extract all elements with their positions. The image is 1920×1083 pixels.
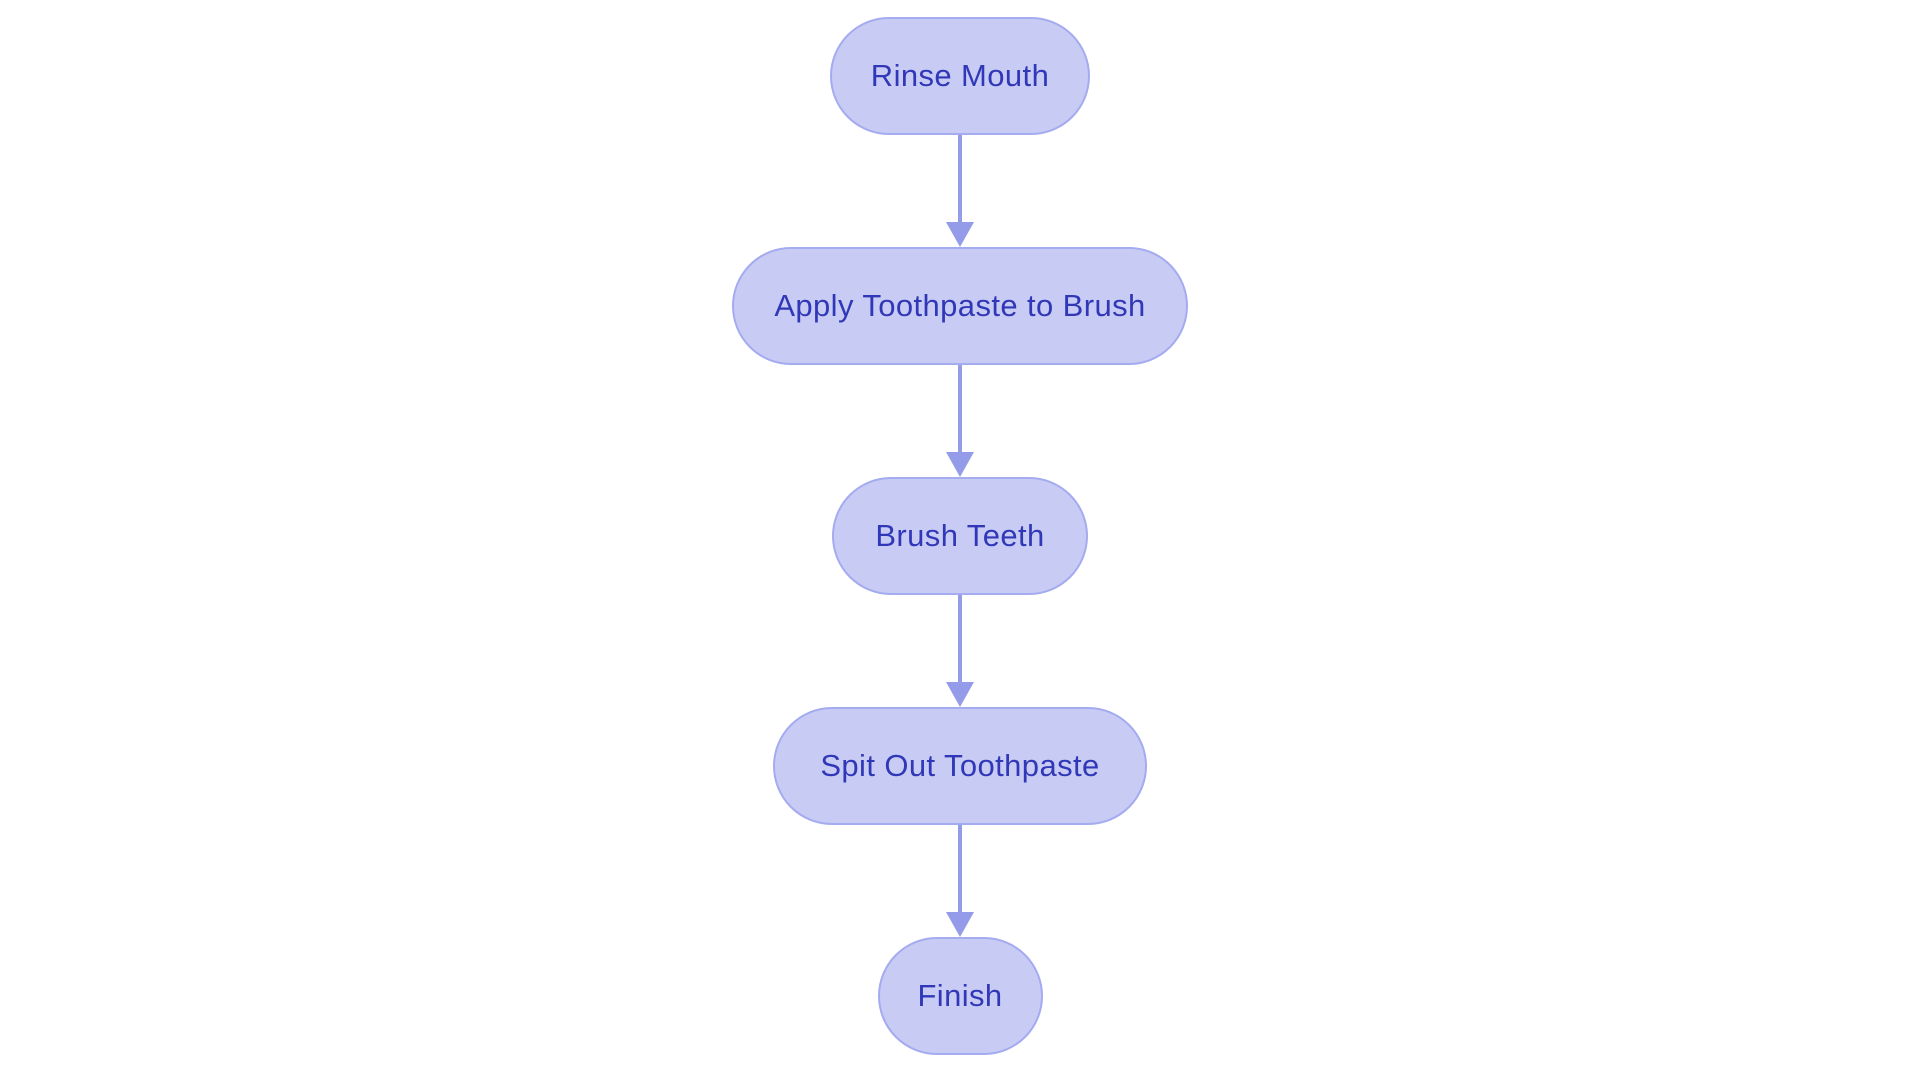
edge-line xyxy=(958,365,962,452)
flow-node-label: Apply Toothpaste to Brush xyxy=(774,288,1146,323)
flow-node-brush-teeth: Brush Teeth xyxy=(832,477,1088,595)
flow-edge-2 xyxy=(945,365,975,477)
flow-edge-1 xyxy=(945,135,975,247)
flow-edge-4 xyxy=(945,825,975,937)
flow-node-rinse-mouth: Rinse Mouth xyxy=(830,17,1090,135)
edge-line xyxy=(958,135,962,222)
flow-node-label: Rinse Mouth xyxy=(870,58,1050,93)
flowchart-column: Rinse Mouth Apply Toothpaste to Brush Br… xyxy=(0,17,1920,1055)
flow-node-label: Finish xyxy=(917,978,1003,1013)
arrow-down-icon xyxy=(946,222,974,247)
arrow-down-icon xyxy=(946,912,974,937)
flow-edge-3 xyxy=(945,595,975,707)
flow-node-label: Spit Out Toothpaste xyxy=(820,748,1100,783)
flow-node-spit-out-toothpaste: Spit Out Toothpaste xyxy=(773,707,1147,825)
flow-node-apply-toothpaste-to-brush: Apply Toothpaste to Brush xyxy=(732,247,1188,365)
edge-line xyxy=(958,825,962,912)
flow-node-finish: Finish xyxy=(877,937,1043,1055)
flow-node-label: Brush Teeth xyxy=(875,518,1045,553)
edge-line xyxy=(958,595,962,682)
arrow-down-icon xyxy=(946,682,974,707)
arrow-down-icon xyxy=(946,452,974,477)
